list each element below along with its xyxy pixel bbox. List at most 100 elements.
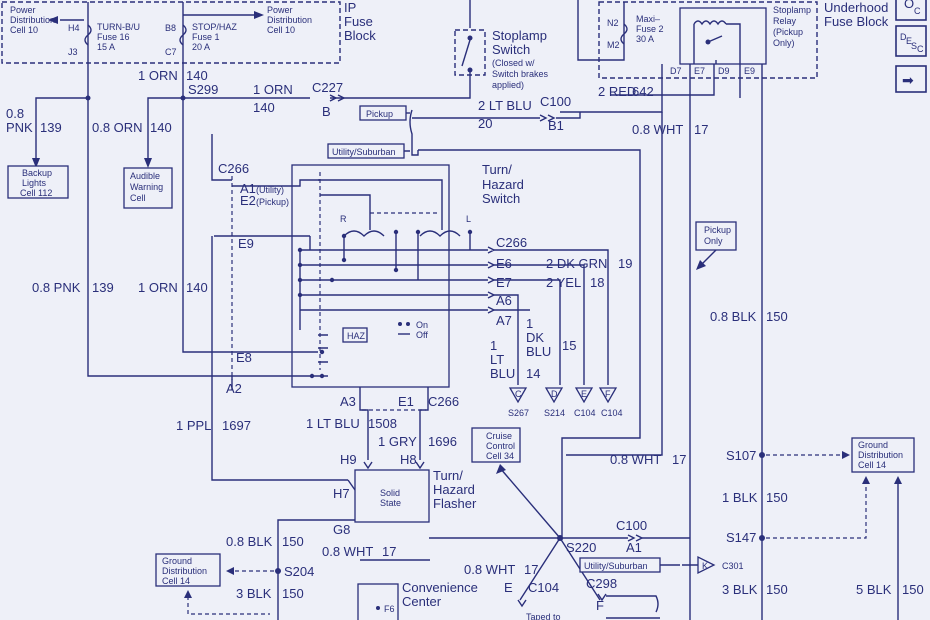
stoplamp-l4-label: Switch brakes xyxy=(492,69,549,79)
ip-fuse-l2-label: Fuse xyxy=(344,14,373,29)
wht08c-label: 0.8 WHT xyxy=(322,544,373,559)
s267-label: S267 xyxy=(508,408,529,418)
wht08b-label: 0.8 WHT xyxy=(610,452,661,467)
f6-label: F6 xyxy=(384,604,395,614)
solid-l2-label: State xyxy=(380,498,401,508)
ppl-n-label: 1697 xyxy=(222,418,251,433)
relay-l2-label: Relay xyxy=(773,16,797,26)
flasher-l3-label: Flasher xyxy=(433,496,477,511)
yel-label: 2 YEL xyxy=(546,275,581,290)
j3-label: J3 xyxy=(68,47,78,57)
blk5-n-label: 150 xyxy=(902,582,924,597)
dkblu-1-label: 1 xyxy=(526,316,533,331)
e6-label: E6 xyxy=(496,256,512,271)
underhood-l2-label: Fuse Block xyxy=(824,14,889,29)
audible-l1-label: Audible xyxy=(130,171,160,181)
s220-label: S220 xyxy=(566,540,596,555)
blk3b-label: 3 BLK xyxy=(722,582,758,597)
e9-label: E9 xyxy=(744,66,755,76)
backup-l3-label: Cell 112 xyxy=(20,188,52,198)
desc-c-label: C xyxy=(917,44,924,54)
c301-label: C301 xyxy=(722,561,744,571)
stop-fuse-l2-label: Fuse 1 xyxy=(192,32,220,42)
audible-l2-label: Warning xyxy=(130,182,163,192)
blk3-n-label: 150 xyxy=(282,586,304,601)
a6-label: A6 xyxy=(496,293,512,308)
dkblu-n-label: 15 xyxy=(562,338,576,353)
power-dist-l2-label: Distribution xyxy=(10,15,55,25)
e7-label: E7 xyxy=(694,66,705,76)
cruise-l2-label: Control xyxy=(486,441,515,451)
red-n-label: 642 xyxy=(632,84,654,99)
red-label: 2 RED xyxy=(598,84,636,99)
pnk-n-label: 139 xyxy=(40,120,62,135)
ground-distribution-right xyxy=(851,437,915,473)
c298-label: C298 xyxy=(586,576,617,591)
gry-n-label: 1696 xyxy=(428,434,457,449)
c7-label: C7 xyxy=(165,47,177,57)
pnk-left-n-label: 139 xyxy=(92,280,114,295)
e7b-label: E7 xyxy=(496,275,512,290)
s214-label: S214 xyxy=(544,408,565,418)
r-label: R xyxy=(340,214,347,224)
maxi-l2-label: Fuse 2 xyxy=(636,24,664,34)
ground-l-l1-label: Ground xyxy=(162,556,192,566)
dkblu-3-label: BLU xyxy=(526,344,551,359)
ltblu-2-label: LT xyxy=(490,352,504,367)
underhood-fuse-block xyxy=(598,1,818,79)
ltblu1-label: 1 LT BLU xyxy=(306,416,360,431)
n2-label: N2 xyxy=(607,18,619,28)
ip-fuse-l1-label: IP xyxy=(344,0,356,15)
stoplamp-l2-label: Switch xyxy=(492,42,530,57)
turn-sw-l2-label: Hazard xyxy=(482,177,524,192)
desc-d-label: D xyxy=(900,32,907,42)
e2-pickup-label: E2 xyxy=(240,193,256,208)
wht08d-n-label: 17 xyxy=(524,562,538,577)
c104b-label: C104 xyxy=(601,408,623,418)
audible-warning-box xyxy=(123,167,173,209)
desc-button[interactable]: D E S C xyxy=(895,25,927,57)
next-arrow-button[interactable]: ➡ xyxy=(895,65,927,93)
a2-label: A2 xyxy=(226,381,242,396)
blk3b-n-label: 150 xyxy=(766,582,788,597)
blk08-n-label: 150 xyxy=(766,309,788,324)
turn-hazard-flasher xyxy=(354,469,430,523)
ppl-label: 1 PPL xyxy=(176,418,211,433)
on-label: On xyxy=(416,320,428,330)
orn-mid-n-label: 140 xyxy=(253,100,275,115)
pnk-1-label: 0.8 xyxy=(6,106,24,121)
turn-fuse-l2-label: Fuse 16 xyxy=(97,32,130,42)
blk5-label: 5 BLK xyxy=(856,582,892,597)
stop-fuse-l3-label: 20 A xyxy=(192,42,210,52)
m2-label: M2 xyxy=(607,40,620,50)
ltblu1-n-label: 1508 xyxy=(368,416,397,431)
orn-mid-label: 1 ORN xyxy=(253,82,293,97)
cruise-l1-label: Cruise xyxy=(486,431,512,441)
desc-e-label: E xyxy=(906,36,912,46)
backup-l2-label: Lights xyxy=(22,178,47,188)
g8-label: G8 xyxy=(333,522,350,537)
stop-fuse-l1-label: STOP/HAZ xyxy=(192,22,237,32)
maxi-l3-label: 30 A xyxy=(636,34,654,44)
h4-label: H4 xyxy=(68,23,80,33)
k-label: K xyxy=(702,561,708,571)
arrow-right-icon: ➡ xyxy=(902,72,914,88)
s204-label: S204 xyxy=(284,564,314,579)
c266b-label: C266 xyxy=(496,235,527,250)
oc-button[interactable]: O C xyxy=(895,0,927,21)
relay-l3-label: (Pickup xyxy=(773,27,803,37)
utility2-label: Utility/Suburban xyxy=(584,561,648,571)
conn-e-label: E xyxy=(581,389,587,399)
ip-fuse-l3-label: Block xyxy=(344,28,376,43)
blk08b-label: 0.8 BLK xyxy=(226,534,273,549)
blk3-label: 3 BLK xyxy=(236,586,272,601)
d9-label: D9 xyxy=(718,66,730,76)
a1-utility-label: A1 xyxy=(240,181,256,196)
orn-top-label: 1 ORN xyxy=(138,68,178,83)
ground-r-l2-label: Distribution xyxy=(858,450,903,460)
lt-blu-2-label: 2 LT BLU xyxy=(478,98,532,113)
dkgrn-n-label: 19 xyxy=(618,256,632,271)
f-conn-label: F xyxy=(596,598,604,613)
pickup-only-l2-label: Only xyxy=(704,236,723,246)
